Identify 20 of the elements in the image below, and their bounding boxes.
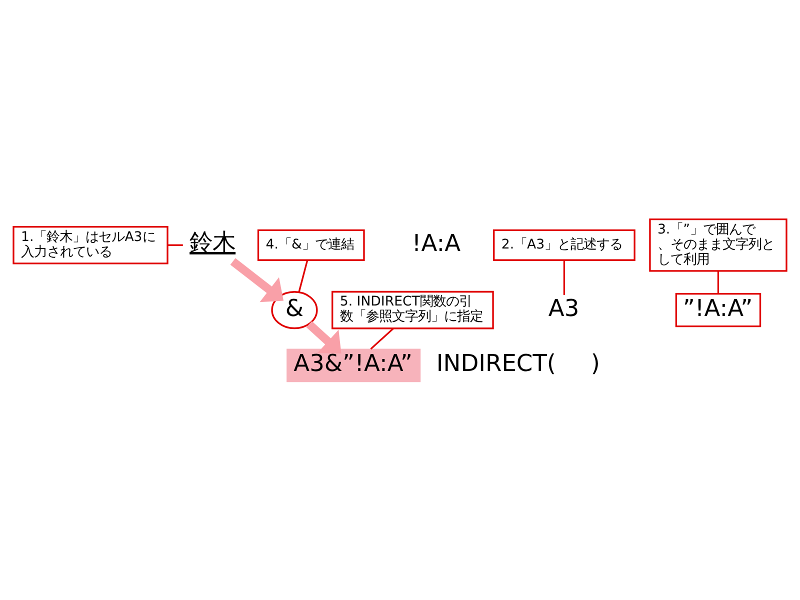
connector bbox=[563, 260, 566, 294]
node-text: INDIRECT( bbox=[436, 350, 556, 377]
arrow bbox=[230, 258, 284, 302]
node-ellipse: & bbox=[271, 290, 318, 329]
node-box: ”!A:A” bbox=[675, 292, 762, 327]
node-text: ) bbox=[590, 350, 600, 377]
node-text: !A:A bbox=[412, 229, 461, 256]
node-box: 1.「鈴木」はセルA3に入力されている bbox=[12, 226, 168, 264]
connector bbox=[298, 260, 308, 292]
connector bbox=[717, 270, 720, 294]
node-text: 鈴木 bbox=[190, 228, 236, 256]
connector bbox=[370, 327, 394, 350]
node-text: A3 bbox=[548, 294, 580, 322]
arrow bbox=[306, 320, 342, 353]
node-box: 2.「A3」と記述する bbox=[493, 228, 636, 260]
connector bbox=[168, 244, 183, 246]
node-box: 5. INDIRECT関数の引数「参照文字列」に指定 bbox=[332, 290, 494, 329]
node-box: 4.「&」で連結 bbox=[257, 228, 365, 260]
node-box: 3.「”」で囲んで、そのまま文字列として利用 bbox=[649, 218, 788, 272]
node-box: A3&”!A:A” bbox=[286, 348, 421, 382]
